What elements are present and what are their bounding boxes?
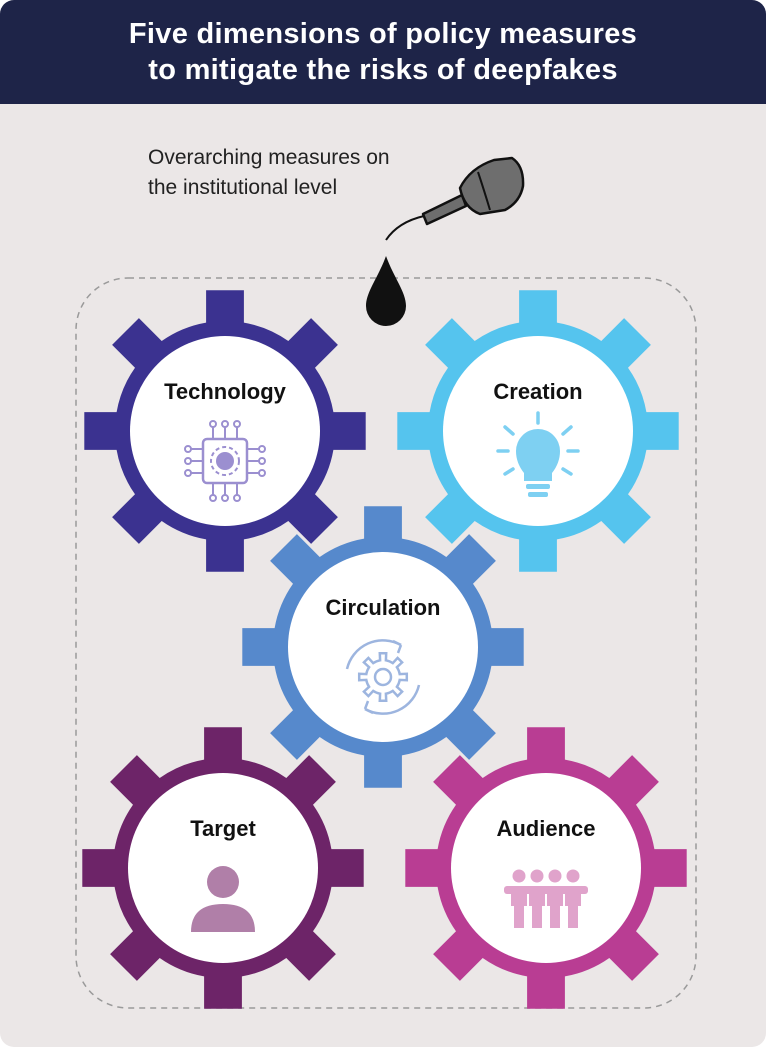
gear-technology-label: Technology [164,379,287,404]
gear-circulation-face [288,552,478,742]
oil-drop-icon [366,256,406,326]
header-banner: Five dimensions of policy measures to mi… [0,0,766,104]
cycle-gear-icon [345,639,421,715]
gear-audience-label: Audience [496,816,595,841]
gear-technology: Technology [84,290,366,572]
group-icon [504,869,588,928]
title-line-2: to mitigate the risks of deepfakes [148,54,618,86]
gear-target-label: Target [190,816,256,841]
lightbulb-icon [496,411,580,497]
gear-audience: Audience [405,727,687,1009]
chip-icon [184,420,266,502]
gear-creation-label: Creation [493,379,582,404]
person-icon [191,866,255,932]
overarching-caption: Overarching measures on the institutiona… [148,143,468,203]
gear-circulation: Circulation [242,506,524,788]
gear-creation: Creation [397,290,679,572]
gear-target: Target [82,727,364,1009]
caption-line-2: the institutional level [148,176,338,199]
gear-circulation-label: Circulation [326,595,441,620]
title-line-1: Five dimensions of policy measures [128,18,638,50]
oil-can-icon [385,156,525,241]
gear-audience-face [451,773,641,963]
caption-line-1: Overarching measures on [148,146,390,169]
